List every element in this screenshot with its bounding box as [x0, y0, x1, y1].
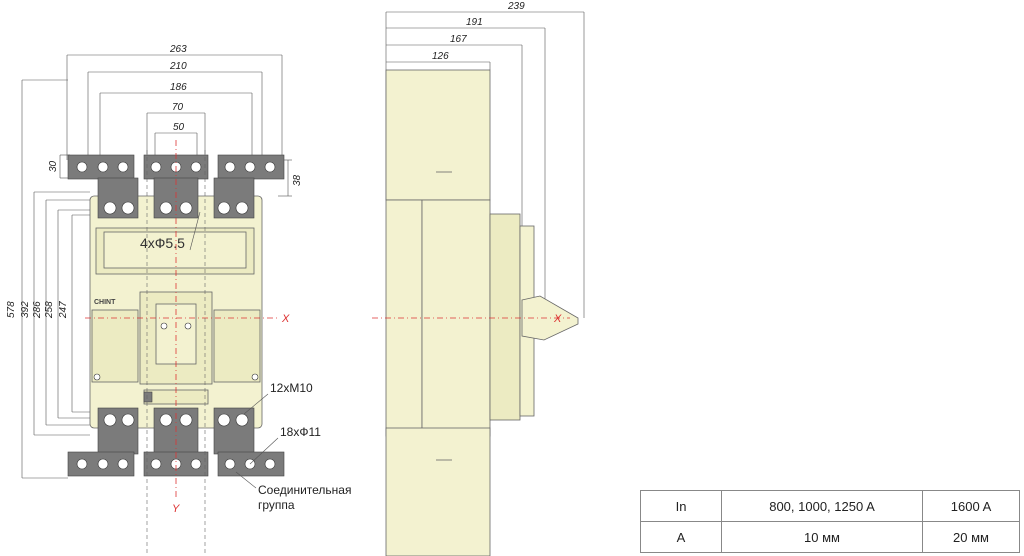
front-axis-y-label: Y	[172, 503, 180, 515]
front-left-dimensions: 578 392 286 258 247 30 38	[6, 79, 303, 479]
table-row: In 800, 1000, 1250 A 1600 A	[640, 490, 1020, 522]
right-panel	[213, 309, 261, 383]
label-connector-line1: Соединительная	[258, 483, 351, 497]
dim-392: 392	[20, 301, 31, 318]
dim-30: 30	[48, 160, 59, 172]
cover-inner	[103, 231, 247, 269]
front-view: 263 210 186 70 50 578	[6, 44, 351, 556]
dim-50: 50	[173, 122, 185, 133]
label-connector-line2: группа	[258, 498, 295, 512]
cell-value-1: 10 мм	[721, 521, 923, 553]
handle-pin-right	[184, 322, 192, 330]
table-row: A 10 мм 20 мм	[640, 521, 1020, 553]
dim-258: 258	[44, 301, 55, 319]
busbar-bottom-left-neck	[97, 407, 139, 455]
cell-value-2: 1600 A	[922, 490, 1020, 522]
handle-pin-left	[160, 322, 168, 330]
dim-210: 210	[169, 61, 187, 72]
dim-191: 191	[466, 17, 483, 28]
bottom-busbars	[67, 407, 285, 477]
dim-70: 70	[172, 102, 184, 113]
front-axis-x-label: X	[281, 313, 290, 325]
brand-logo: CHINT	[94, 299, 116, 306]
dim-286: 286	[32, 301, 43, 319]
dim-126: 126	[432, 51, 449, 62]
mount-screw-br	[251, 373, 259, 381]
side-axis-x-label: X	[553, 313, 562, 325]
dim-239: 239	[507, 1, 525, 12]
cell-param: In	[640, 490, 722, 522]
left-panel	[91, 309, 139, 383]
label-holes-bottom: 18xФ11	[280, 425, 321, 439]
cell-value-2: 20 мм	[922, 521, 1020, 553]
side-view: 239 191 167 126 32 A X	[372, 1, 585, 556]
label-holes-top: 4xФ5.5	[140, 235, 185, 251]
test-button	[143, 391, 153, 403]
cell-param: A	[640, 521, 722, 553]
dim-247: 247	[58, 301, 69, 319]
mount-screw-bl	[93, 373, 101, 381]
side-bottom-terminal	[385, 427, 491, 556]
side-cover	[489, 213, 521, 421]
cell-value-1: 800, 1000, 1250 A	[721, 490, 923, 522]
label-screws: 12xM10	[270, 381, 313, 395]
front-top-dimensions: 263 210 186 70 50	[66, 44, 283, 160]
dim-578: 578	[6, 301, 17, 318]
side-top-terminal	[385, 69, 491, 201]
dim-167: 167	[450, 34, 467, 45]
dim-38: 38	[292, 174, 303, 186]
busbar-bottom-right-neck	[213, 407, 255, 455]
spec-table: In 800, 1000, 1250 A 1600 A A 10 мм 20 м…	[640, 490, 1020, 553]
dim-186: 186	[170, 82, 187, 93]
dim-263: 263	[169, 44, 187, 55]
